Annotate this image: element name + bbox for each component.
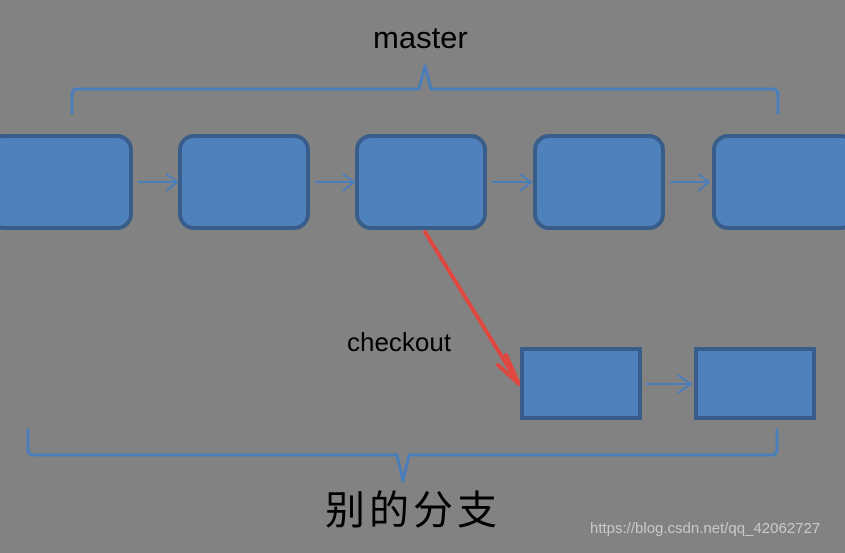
master-commit-2[interactable] (178, 134, 310, 230)
master-flow-arrows (138, 173, 711, 192)
master-bracket (70, 64, 780, 115)
branch-name-label: 别的分支 (325, 488, 501, 534)
master-label: master (373, 20, 468, 55)
master-commit-4[interactable] (533, 134, 665, 230)
master-commit-5[interactable] (712, 134, 845, 230)
branch-commit-1[interactable] (520, 347, 642, 420)
branch-bracket (26, 428, 779, 483)
checkout-arrow (423, 230, 521, 386)
watermark-text: https://blog.csdn.net/qq_42062727 (590, 520, 821, 537)
branch-commit-2[interactable] (694, 347, 816, 420)
checkout-label: checkout (347, 327, 452, 357)
master-commit-1[interactable] (0, 134, 133, 230)
branch-flow-arrow (646, 374, 693, 394)
master-commit-3[interactable] (355, 134, 487, 230)
